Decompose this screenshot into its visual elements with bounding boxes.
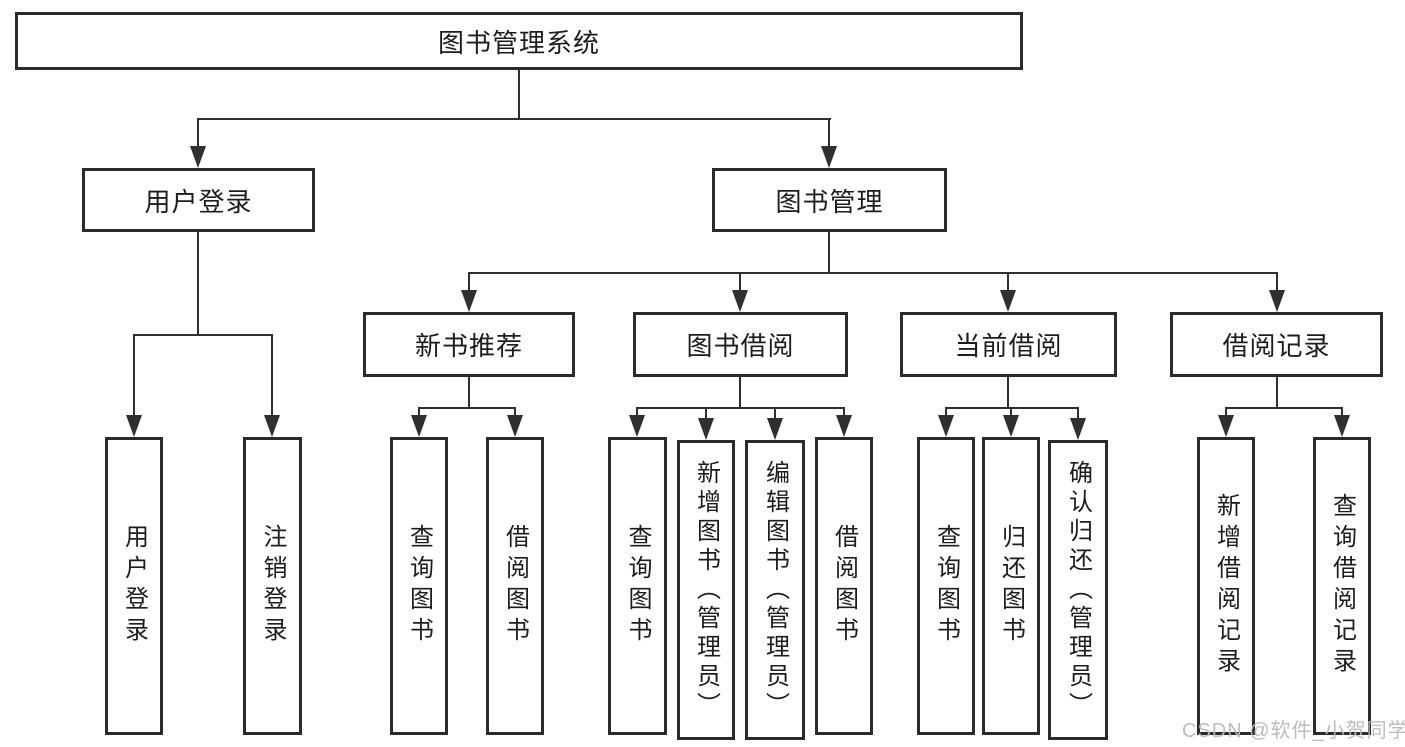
- arrow-down-icon: [190, 146, 206, 168]
- connector-line: [197, 232, 199, 336]
- arrow-down-icon: [767, 418, 783, 440]
- arrow-down-icon: [1269, 290, 1285, 312]
- connector-line: [418, 407, 516, 409]
- leaf-borrow-books-recommend: 借阅图书: [486, 437, 544, 735]
- arrow-down-icon: [1218, 415, 1234, 437]
- node-label: 查询借阅记录: [1328, 493, 1356, 679]
- connector-line: [197, 118, 199, 148]
- arrow-down-icon: [732, 290, 748, 312]
- connector-line: [945, 407, 947, 419]
- node-current-borrowing: 当前借阅: [900, 312, 1117, 377]
- connector-line: [1276, 272, 1278, 292]
- node-book-borrowing: 图书借阅: [633, 312, 848, 377]
- connector-line: [133, 334, 273, 336]
- node-label: 用户登录: [144, 186, 253, 217]
- node-label: 图书管理: [775, 186, 884, 217]
- connector-line: [1225, 407, 1227, 419]
- leaf-confirm-return-admin: 确认归还（管理员）: [1048, 440, 1108, 740]
- arrow-down-icon: [1003, 415, 1019, 437]
- connector-line: [1341, 407, 1343, 419]
- leaf-query-books-current: 查询图书: [917, 437, 975, 735]
- node-label: 借阅图书: [501, 524, 529, 648]
- arrow-down-icon: [836, 415, 852, 437]
- connector-line: [514, 407, 516, 419]
- connector-line: [739, 272, 741, 292]
- node-label: 归还图书: [997, 524, 1025, 648]
- arrow-down-icon: [1334, 415, 1350, 437]
- connector-line: [418, 407, 420, 419]
- node-label: 注销登录: [259, 524, 286, 648]
- arrow-down-icon: [507, 415, 523, 437]
- connector-line: [945, 407, 1079, 409]
- node-label: 当前借阅: [954, 331, 1063, 361]
- node-label: 图书管理系统: [437, 27, 600, 58]
- arrow-down-icon: [264, 415, 280, 437]
- connector-line: [468, 377, 470, 409]
- connector-line: [1276, 377, 1278, 409]
- connector-line: [133, 334, 135, 418]
- arrow-down-icon: [411, 415, 427, 437]
- node-label: 编辑图书（管理员）: [761, 459, 789, 721]
- node-label: 确认归还（管理员）: [1064, 459, 1092, 721]
- node-label: 新书推荐: [414, 331, 523, 361]
- leaf-add-borrow-record: 新增借阅记录: [1197, 437, 1255, 735]
- node-book-management: 图书管理: [712, 168, 947, 232]
- node-label: 图书借阅: [686, 331, 795, 361]
- leaf-user-login: 用户登录: [105, 437, 163, 735]
- csdn-watermark: CSDN @软件_小贺同学: [1182, 720, 1405, 742]
- connector-line: [705, 407, 707, 421]
- arrow-down-icon: [461, 290, 477, 312]
- connector-line: [774, 407, 776, 421]
- node-user-login: 用户登录: [82, 168, 315, 232]
- connector-line: [468, 272, 470, 292]
- leaf-query-books-borrow: 查询图书: [608, 437, 667, 735]
- arrow-down-icon: [126, 415, 142, 437]
- connector-line: [636, 407, 845, 409]
- arrow-down-icon: [1070, 418, 1086, 440]
- connector-line: [1225, 407, 1343, 409]
- connector-line: [197, 118, 831, 120]
- connector-line: [1007, 377, 1009, 409]
- arrow-down-icon: [1000, 290, 1016, 312]
- connector-line: [636, 407, 638, 419]
- node-label: 用户登录: [120, 524, 148, 648]
- node-label: 新增图书（管理员）: [692, 459, 720, 721]
- node-label: 新增借阅记录: [1212, 493, 1240, 679]
- node-label: 查询图书: [624, 524, 651, 648]
- connector-line: [1010, 407, 1012, 419]
- leaf-query-books-recommend: 查询图书: [390, 437, 448, 735]
- connector-line: [828, 118, 830, 148]
- arrow-down-icon: [821, 146, 837, 168]
- connector-line: [1077, 407, 1079, 421]
- leaf-logout: 注销登录: [243, 437, 302, 735]
- node-label: 借阅记录: [1222, 331, 1331, 361]
- connector-line: [1007, 272, 1009, 292]
- arrow-down-icon: [938, 415, 954, 437]
- node-new-book-recommendation: 新书推荐: [363, 312, 575, 377]
- leaf-add-books-admin: 新增图书（管理员）: [677, 440, 735, 740]
- node-label: 查询图书: [405, 524, 433, 648]
- connector-line: [739, 377, 741, 409]
- leaf-edit-books-admin: 编辑图书（管理员）: [745, 440, 805, 740]
- leaf-return-books: 归还图书: [982, 437, 1040, 735]
- connector-line: [828, 232, 830, 274]
- leaf-query-borrow-record: 查询借阅记录: [1313, 437, 1371, 735]
- leaf-borrow-books: 借阅图书: [815, 437, 873, 735]
- connector-line: [518, 70, 520, 120]
- node-label: 查询图书: [932, 524, 960, 648]
- connector-line: [843, 407, 845, 419]
- node-label: 借阅图书: [830, 524, 858, 648]
- connector-line: [271, 334, 273, 418]
- arrow-down-icon: [629, 415, 645, 437]
- connector-line: [468, 272, 1278, 274]
- node-library-system: 图书管理系统: [15, 12, 1023, 70]
- arrow-down-icon: [698, 418, 714, 440]
- node-borrowing-records: 借阅记录: [1170, 312, 1383, 377]
